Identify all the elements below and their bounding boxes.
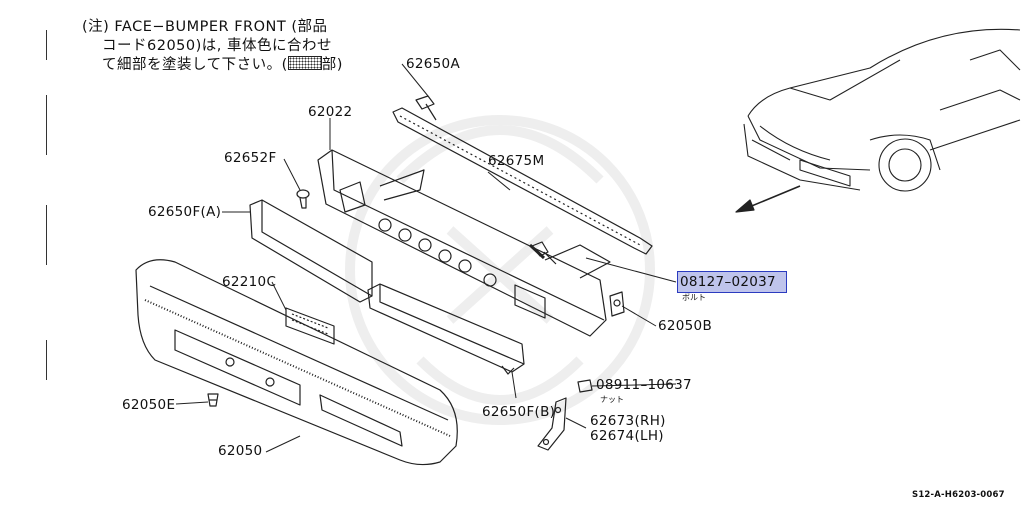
bolt-08127-part: [531, 241, 557, 265]
part-sublabel-bolt: ボルト: [682, 293, 706, 302]
part-label-08911-10637[interactable]: 08911–10637: [596, 377, 692, 393]
part-label-62650a[interactable]: 62650A: [406, 56, 460, 72]
forward-arrow-icon: [735, 185, 801, 213]
part-label-08127-02037[interactable]: 08127–02037: [680, 274, 776, 290]
margin-mark: [46, 30, 47, 60]
diagram-reference-code: S12-A-H6203-0067: [912, 490, 1005, 500]
car-silhouette-illustration: [743, 28, 1021, 192]
dotted-area-swatch: [287, 56, 322, 70]
part-label-62674-lh[interactable]: 62674(LH): [590, 428, 664, 444]
part-label-62050b[interactable]: 62050B: [658, 318, 713, 334]
absorber-62650f-b-part: [367, 283, 525, 375]
absorber-62650f-a-part: [249, 199, 373, 303]
clip-62050e-part: [207, 393, 219, 407]
part-sublabel-nut: ナット: [600, 395, 624, 404]
part-label-62650f-a[interactable]: 62650F(A): [148, 204, 222, 220]
highlighted-part-box[interactable]: [677, 271, 787, 293]
bolt-62650a-part: [415, 95, 437, 121]
reinforcement-62675m-part: [392, 107, 653, 255]
margin-mark: [46, 205, 47, 265]
part-label-62022[interactable]: 62022: [308, 104, 353, 120]
part-label-62673-rh[interactable]: 62673(RH): [590, 413, 666, 429]
stay-62673-62674-part: [537, 397, 567, 451]
bracket-62210c-part: [285, 307, 335, 345]
note-line-3: て細部を塗装して下さい。(部): [102, 56, 343, 73]
watermark-emblem: [345, 115, 655, 425]
part-label-62675m[interactable]: 62675M: [488, 153, 545, 169]
part-label-62652f[interactable]: 62652F: [224, 150, 277, 166]
nut-08911-part: [577, 379, 593, 393]
bracket-62050b-part: [609, 291, 625, 317]
note-line-2: コード62050)は, 車体色に合わせ: [102, 38, 333, 54]
leader-lines: [175, 63, 677, 453]
part-label-62050e[interactable]: 62050E: [122, 397, 176, 413]
part-label-62210c[interactable]: 62210C: [222, 274, 277, 290]
retainer-62652f-part: [296, 189, 310, 209]
bumper-fascia-62050-part: [135, 259, 458, 466]
margin-mark: [46, 340, 47, 380]
part-label-62050[interactable]: 62050: [218, 443, 263, 459]
note-line-1: (注) FACE−BUMPER FRONT (部品: [82, 19, 328, 35]
paint-note: (注) FACE−BUMPER FRONT (部品 コード62050)は, 車体…: [82, 18, 343, 75]
margin-mark: [46, 95, 47, 155]
part-label-62650f-b[interactable]: 62650F(B): [482, 404, 556, 420]
